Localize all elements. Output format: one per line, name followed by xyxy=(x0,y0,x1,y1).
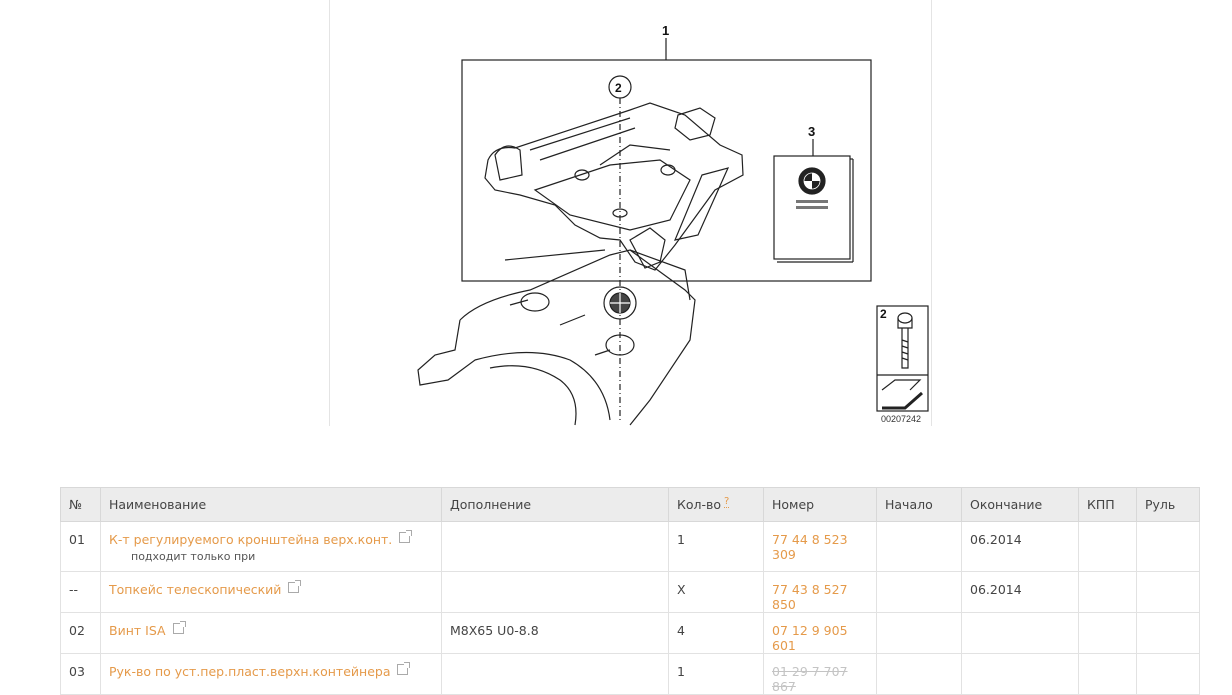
discontinued-part-number: 01 29 7 707 867 xyxy=(772,664,848,694)
manual-booklet xyxy=(773,155,854,263)
cell-qty: 4 xyxy=(668,612,764,654)
part-note: подходит только при xyxy=(131,550,256,563)
col-start: Начало xyxy=(876,487,962,522)
rack-drawing xyxy=(484,102,744,271)
cell-no: 02 xyxy=(60,612,101,654)
cell-no: 01 xyxy=(60,521,101,572)
part-name-link[interactable]: К-т регулируемого кронштейна верх.конт. xyxy=(109,532,393,547)
external-link-icon[interactable] xyxy=(399,530,413,543)
cell-start xyxy=(876,571,962,613)
cell-start xyxy=(876,612,962,654)
cell-number: 07 12 9 905 601 xyxy=(763,612,877,654)
qty-help-hint[interactable]: ? xyxy=(724,496,730,509)
col-gearbox: КПП xyxy=(1078,487,1137,522)
table-header-row: № Наименование Дополнение Кол-во? Номер … xyxy=(60,487,1200,522)
cell-number: 77 44 8 523 309 xyxy=(763,521,877,572)
cell-extra: M8X65 U0-8.8 xyxy=(441,612,669,654)
cell-start xyxy=(876,653,962,695)
col-qty: Кол-во? xyxy=(668,487,764,522)
col-no: № xyxy=(60,487,101,522)
part-name-link[interactable]: Рук-во по уст.пер.пласт.верхн.контейнера xyxy=(109,664,391,679)
cell-gearbox xyxy=(1078,612,1137,654)
col-extra: Дополнение xyxy=(441,487,669,522)
cell-steering xyxy=(1136,612,1200,654)
cell-qty: X xyxy=(668,571,764,613)
cell-no: 03 xyxy=(60,653,101,695)
cell-gearbox xyxy=(1078,521,1137,572)
cell-start xyxy=(876,521,962,572)
col-end: Окончание xyxy=(961,487,1079,522)
external-link-icon[interactable] xyxy=(288,580,302,593)
cell-name: К-т регулируемого кронштейна верх.конт. п… xyxy=(100,521,442,572)
cell-end xyxy=(961,653,1079,695)
cell-end xyxy=(961,612,1079,654)
callout-1: 1 xyxy=(662,23,669,38)
parts-diagram: 1 2 3 xyxy=(329,0,932,426)
parts-table: № Наименование Дополнение Кол-во? Номер … xyxy=(60,487,1200,695)
part-number-link[interactable]: 77 43 8 527 850 xyxy=(772,582,848,612)
cell-end: 06.2014 xyxy=(961,571,1079,613)
col-qty-label: Кол-во xyxy=(677,497,722,513)
inset-label: 2 xyxy=(880,307,887,321)
cell-qty: 1 xyxy=(668,653,764,695)
part-number-link[interactable]: 07 12 9 905 601 xyxy=(772,623,848,653)
part-number-link[interactable]: 77 44 8 523 309 xyxy=(772,532,848,562)
cell-steering xyxy=(1136,571,1200,613)
cell-number: 01 29 7 707 867 xyxy=(763,653,877,695)
cell-name: Топкейс телескопический xyxy=(100,571,442,613)
table-row: -- Топкейс телескопический X 77 43 8 527… xyxy=(60,571,1200,613)
cell-end: 06.2014 xyxy=(961,521,1079,572)
cell-name: Рук-во по уст.пер.пласт.верхн.контейнера xyxy=(100,653,442,695)
callout-2: 2 xyxy=(615,81,622,95)
kit-frame xyxy=(461,59,872,282)
cell-gearbox xyxy=(1078,653,1137,695)
table-row: 01 К-т регулируемого кронштейна верх.кон… xyxy=(60,521,1200,572)
col-name: Наименование xyxy=(100,487,442,522)
table-row: 03 Рук-во по уст.пер.пласт.верхн.контейн… xyxy=(60,653,1200,695)
cell-extra xyxy=(441,653,669,695)
cell-gearbox xyxy=(1078,571,1137,613)
cell-number: 77 43 8 527 850 xyxy=(763,571,877,613)
part-name-link[interactable]: Топкейс телескопический xyxy=(109,582,282,597)
external-link-icon[interactable] xyxy=(397,662,411,675)
col-steering: Руль xyxy=(1136,487,1200,522)
cell-extra xyxy=(441,521,669,572)
cell-steering xyxy=(1136,521,1200,572)
carrier-drawing xyxy=(417,249,696,426)
cell-steering xyxy=(1136,653,1200,695)
part-name-link[interactable]: Винт ISA xyxy=(109,623,166,638)
external-link-icon[interactable] xyxy=(172,621,186,634)
col-number: Номер xyxy=(763,487,877,522)
cell-extra xyxy=(441,571,669,613)
image-number: 00207242 xyxy=(881,414,921,424)
table-row: 02 Винт ISA M8X65 U0-8.8 4 07 12 9 905 6… xyxy=(60,612,1200,654)
callout-3: 3 xyxy=(808,124,815,139)
screw-inset: 2 00207242 xyxy=(876,305,929,424)
cell-qty: 1 xyxy=(668,521,764,572)
cell-no: -- xyxy=(60,571,101,613)
cell-name: Винт ISA xyxy=(100,612,442,654)
